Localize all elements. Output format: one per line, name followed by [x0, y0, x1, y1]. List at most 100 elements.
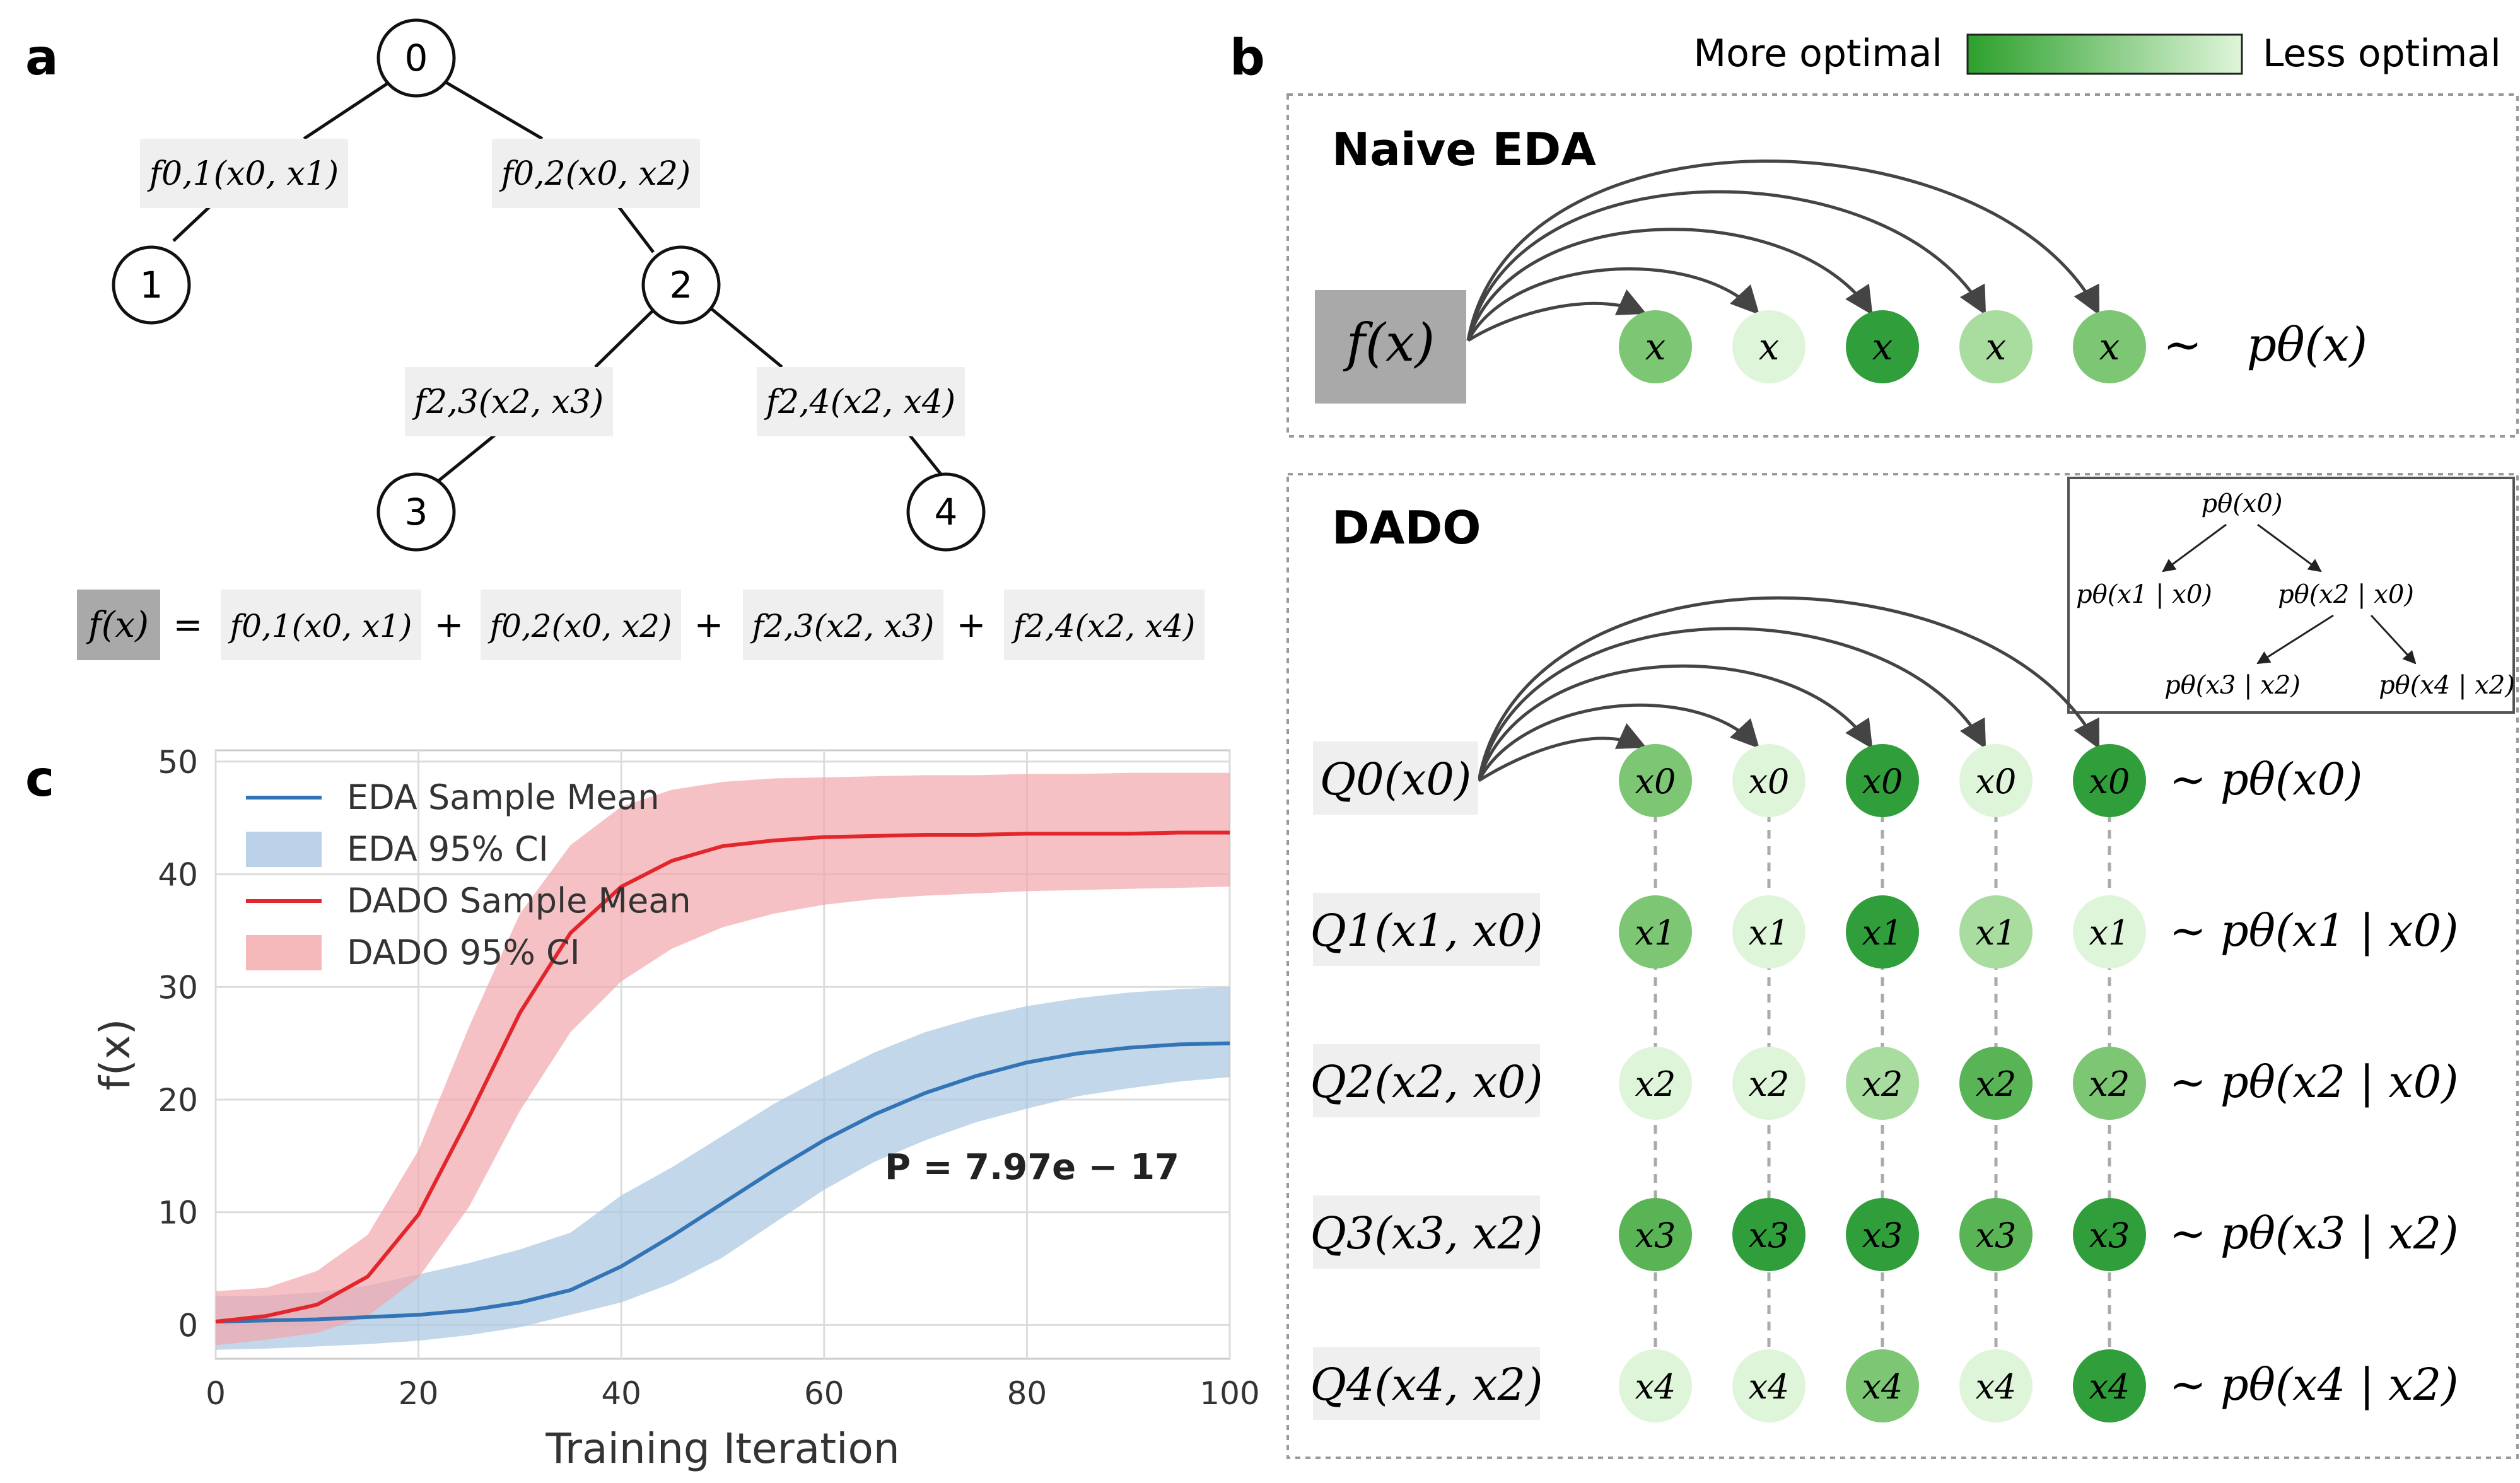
optimality-legend: More optimal Less optimal — [1693, 32, 2500, 76]
legend-swatch-band — [246, 935, 322, 970]
tree-edge-2-3a — [594, 306, 657, 368]
x-tick-label: 60 — [804, 1375, 844, 1412]
x-axis-label: Training Iteration — [545, 1424, 899, 1473]
dado-sample-node — [1846, 1349, 1919, 1422]
dado-arrows — [1477, 596, 2100, 782]
dado-sample-label: x0 — [1635, 762, 1676, 801]
dado-sample-node — [1846, 744, 1919, 817]
dado-row-distribution: ~ pθ(x2 | x0) — [2169, 1056, 2459, 1108]
dado-sample-label: x4 — [1635, 1367, 1676, 1407]
dado-sample-node — [2073, 1349, 2146, 1422]
panel-c-label: c — [25, 751, 54, 808]
naive-arrow — [1466, 267, 1760, 342]
x-tick-label: 100 — [1199, 1375, 1259, 1412]
naive-sample-node — [1846, 310, 1919, 383]
inset-child-1: pθ(x1 | x0) — [2076, 580, 2212, 609]
dado-sample-label: x0 — [1862, 762, 1903, 801]
dado-arrow — [1477, 627, 1986, 781]
dado-sample-label: x2 — [1976, 1064, 2017, 1104]
x-tick-label: 20 — [399, 1375, 439, 1412]
tree-edge-0-1a — [303, 80, 391, 141]
dado-row-distribution: ~ pθ(x3 | x2) — [2169, 1207, 2459, 1259]
x-tick-label: 0 — [206, 1375, 226, 1412]
inset-arrow-3 — [2256, 614, 2334, 665]
inset-root: pθ(x0) — [2202, 489, 2283, 518]
naive-sample-label: x — [1759, 325, 1780, 368]
dado-sample-node — [1732, 1198, 1805, 1271]
dado-sample-label: x4 — [2089, 1367, 2130, 1407]
dado-row-factor-box — [1313, 1347, 1540, 1420]
tree-node-0-label: 0 — [405, 37, 428, 79]
dado-sample-label: x2 — [1749, 1064, 1790, 1104]
dado-row-factor: Q1(x1, x0) — [1310, 905, 1543, 957]
equation-lhs: f(x) — [86, 605, 149, 646]
equation-equals: = — [173, 605, 203, 646]
inset-arrow-1 — [2162, 523, 2227, 573]
equation-term-1: f0,1(x0, x1) — [228, 608, 412, 644]
dado-sample-node — [1619, 1198, 1692, 1271]
legend-swatch-band — [246, 832, 322, 867]
dado-sample-node — [1732, 895, 1805, 968]
naive-distribution: ~ pθ(x) — [2163, 318, 2367, 372]
tree-node-4: 4 — [906, 472, 986, 552]
legend-entry: DADO 95% CI — [347, 933, 580, 972]
edge-label-f02: f0,2(x0, x2) — [492, 139, 700, 208]
edge-label-f01: f0,1(x0, x1) — [140, 139, 348, 208]
panel-b-label: b — [1230, 30, 1265, 86]
dado-sample-node — [2073, 744, 2146, 817]
optimality-gradient-bar — [1966, 33, 2243, 75]
tree-node-0: 0 — [376, 18, 456, 98]
y-axis-label: f(x) — [91, 1019, 139, 1091]
ci-band — [216, 772, 1230, 1346]
dado-sample-node — [1619, 1047, 1692, 1120]
dado-sample-node — [1732, 744, 1805, 817]
dado-sample-node — [2073, 1047, 2146, 1120]
legend-entry: EDA Sample Mean — [347, 777, 660, 817]
factorization-inset: pθ(x0) pθ(x1 | x0) pθ(x2 | x0) pθ(x3 | x… — [2067, 477, 2515, 714]
dado-sample-label: x1 — [1862, 913, 1903, 953]
naive-arrow — [1466, 228, 1873, 341]
y-tick-label: 10 — [158, 1195, 198, 1231]
y-tick-label: 50 — [158, 744, 198, 781]
dado-row-distribution: ~ pθ(x1 | x0) — [2169, 905, 2459, 957]
tree-node-1-label: 1 — [140, 264, 163, 306]
tree-node-3-label: 3 — [405, 491, 428, 533]
dado-sample-node — [2073, 1198, 2146, 1271]
dado-row-factor-box — [1313, 1195, 1540, 1269]
y-tick-label: 0 — [178, 1307, 198, 1344]
edge-label-f24: f2,4(x2, x4) — [757, 367, 965, 436]
mean-line — [215, 830, 1230, 1324]
dado-box: DADO pθ(x0) pθ(x1 | x0) pθ(x2 | x0) pθ(x… — [1286, 473, 2519, 1459]
dado-row-distribution: ~ pθ(x0) — [2169, 753, 2363, 805]
dado-row-factor-box — [1313, 893, 1540, 966]
naive-arrows — [1466, 159, 2100, 342]
edge-label-f23: f2,3(x2, x3) — [405, 367, 613, 436]
dado-sample-node — [1619, 1349, 1692, 1422]
dado-sample-node — [1846, 1047, 1919, 1120]
y-tick-label: 30 — [158, 969, 198, 1006]
dado-sample-label: x4 — [1976, 1367, 2017, 1407]
panel-b: b More optimal Less optimal Naive EDA f(… — [1230, 30, 2519, 1459]
dado-sample-node — [1959, 1047, 2033, 1120]
dado-row-distribution: ~ pθ(x4 | x2) — [2169, 1359, 2459, 1410]
dado-sample-label: x4 — [1862, 1367, 1903, 1407]
dado-row-factor-box — [1313, 1044, 1540, 1117]
dado-sample-label: x1 — [2089, 913, 2130, 953]
naive-source-label: f(x) — [1343, 313, 1435, 373]
dado-sample-label: x3 — [1976, 1216, 2017, 1255]
equation-plus-3: + — [957, 605, 986, 646]
naive-sample-label: x — [1986, 325, 2007, 368]
naive-sample-node — [2073, 310, 2146, 383]
naive-sample-label: x — [1645, 325, 1666, 368]
legend-more-optimal: More optimal — [1693, 32, 1942, 76]
panel-a-label: a — [25, 30, 59, 86]
dado-sample-label: x0 — [2089, 762, 2130, 801]
dado-row-factor: Q4(x4, x2) — [1310, 1359, 1543, 1410]
dado-sample-label: x3 — [1635, 1216, 1676, 1255]
